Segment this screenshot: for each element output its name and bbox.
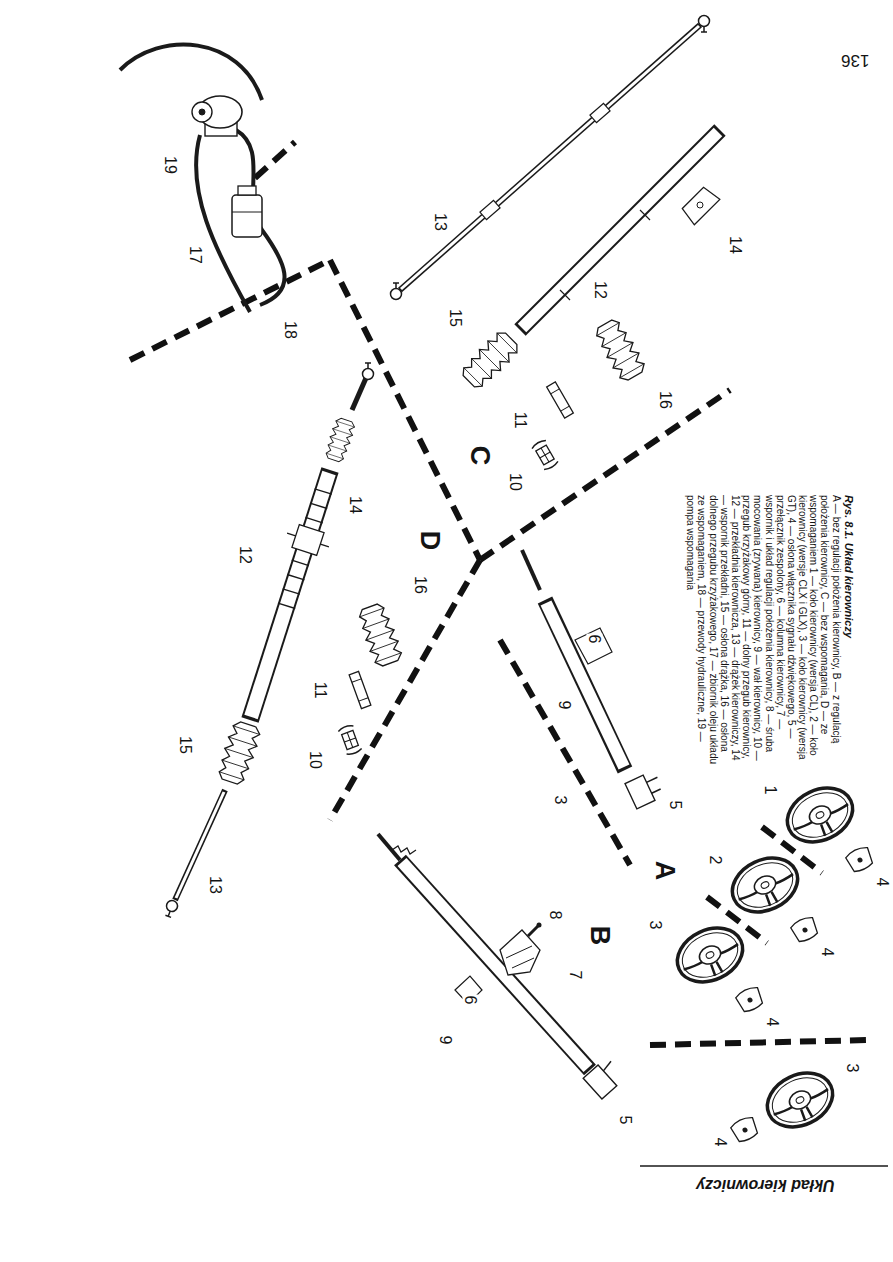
callout-number: 16: [412, 575, 428, 595]
page-number: 136: [840, 52, 870, 69]
group-letter: D: [416, 529, 443, 551]
callout-number: 3: [552, 795, 568, 806]
callout-number: 11: [512, 411, 528, 430]
caption-block: Rys. 8.1. Układ kierowniczyA — bez regul…: [685, 495, 855, 765]
callout-number: 18: [282, 320, 298, 340]
callout-number: 6: [586, 634, 602, 645]
group-letter: C: [466, 444, 493, 466]
figure-caption: A — bez regulacji położenia kierownicy, …: [685, 495, 842, 765]
callout-number: 3: [647, 920, 663, 931]
steering-gear-d: [163, 363, 404, 918]
callout-number: 4: [764, 1017, 780, 1028]
group-divider: [130, 142, 870, 1045]
callout-number: 15: [447, 308, 463, 328]
callout-number: 9: [556, 700, 572, 711]
steering-column-a: [522, 550, 666, 809]
callout-number: 9: [437, 1035, 453, 1046]
callout-number: 2: [707, 855, 723, 866]
callout-number: 3: [844, 1063, 860, 1074]
callout-number: 19: [162, 155, 178, 175]
callout-number: 1: [762, 785, 778, 796]
steering-column-b: [378, 834, 626, 1099]
callout-number: 5: [667, 800, 683, 811]
steering-wheels: [669, 778, 875, 1144]
callout-number: 12: [237, 545, 253, 565]
callout-number: 11: [312, 681, 328, 700]
group-letter: B: [586, 924, 613, 946]
callout-number: 4: [819, 947, 835, 958]
steering-gear-c: [391, 16, 721, 472]
callout-number: 6: [462, 995, 478, 1006]
callout-number: 16: [657, 390, 673, 410]
callout-number: 15: [177, 735, 193, 755]
group-letter: A: [651, 859, 678, 881]
callout-number: 4: [712, 1137, 728, 1148]
callout-number: 12: [592, 280, 608, 300]
callout-number: 5: [617, 1115, 633, 1126]
callout-number: 14: [347, 495, 363, 515]
callout-number: 13: [207, 875, 223, 895]
callout-number: 4: [874, 877, 890, 888]
running-header: Układ kierowniczy: [695, 1177, 836, 1193]
callout-number: 10: [307, 750, 323, 770]
callout-number: 13: [432, 212, 448, 232]
callout-number: 7: [567, 970, 583, 981]
callout-number: 10: [507, 472, 523, 492]
callout-number: 14: [727, 235, 743, 255]
figure-title: Rys. 8.1. Układ kierowniczy: [843, 495, 855, 765]
header-rule: [640, 1165, 888, 1167]
power-steering-unit: [120, 45, 285, 312]
callout-number: 8: [547, 910, 563, 921]
callout-number: 17: [187, 245, 203, 265]
